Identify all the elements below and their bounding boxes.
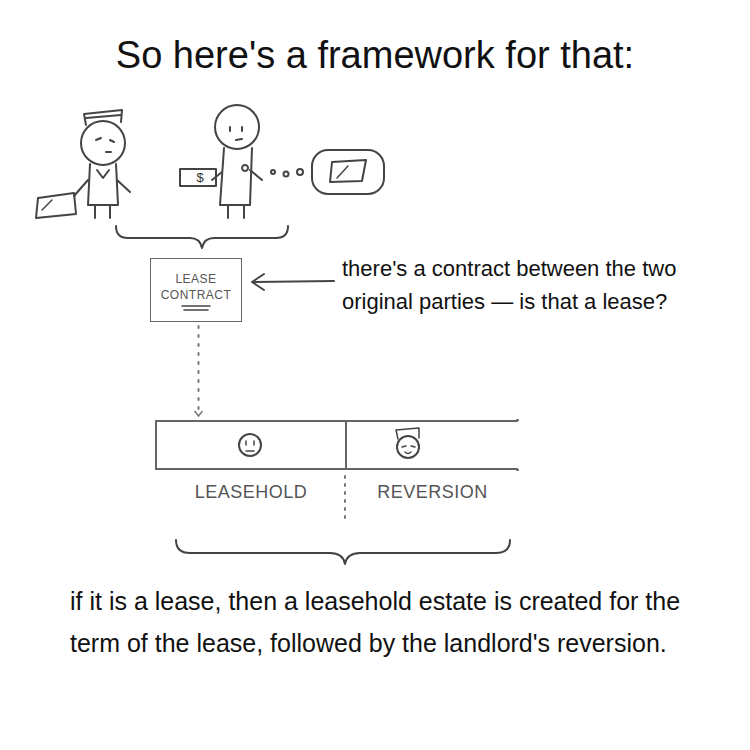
band-line [517, 420, 518, 470]
bracket [116, 226, 288, 248]
node-text: REVERSION [347, 482, 518, 503]
dotted-divider [344, 476, 346, 522]
paper [36, 193, 76, 218]
tenant-figure [212, 105, 262, 218]
leader-arrow [252, 274, 334, 290]
contract-paper: LEASE CONTRACT [150, 258, 242, 322]
leasehold-cell: LEASEHOLD [155, 420, 345, 470]
thought-bubble [271, 150, 384, 194]
reversion-cell: REVERSION [345, 420, 518, 470]
arrowhead [195, 411, 203, 416]
landlord-face [396, 428, 419, 458]
bracket [176, 540, 510, 564]
caption: if it is a lease, then a leasehold estat… [70, 580, 700, 664]
tenant-face [239, 434, 261, 456]
annotation: there's a contract between the two origi… [342, 252, 742, 318]
scribble [182, 306, 210, 310]
money-sign: $ [180, 170, 220, 185]
node-text: LEASEHOLD [157, 482, 345, 503]
title: So here's a framework for that: [20, 34, 730, 77]
landlord-figure [74, 110, 130, 218]
dotted-connector [195, 326, 203, 416]
node-text: LEASE CONTRACT [151, 267, 241, 307]
